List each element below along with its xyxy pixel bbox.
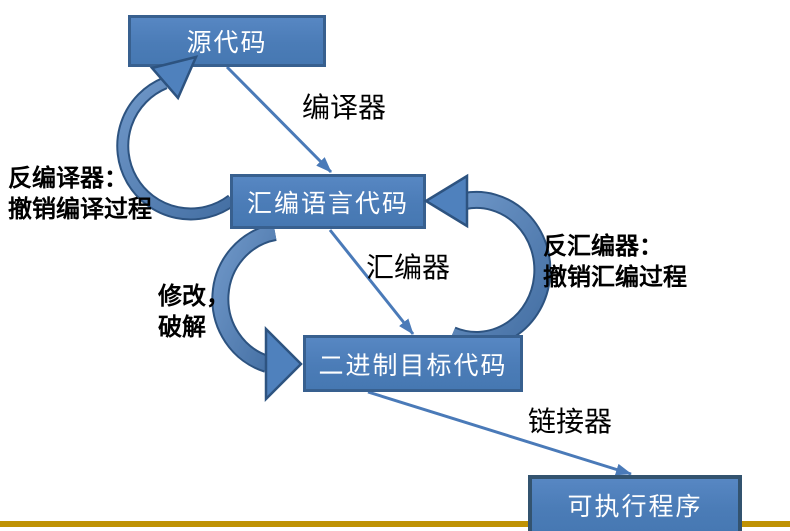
node-executable-program: 可执行程序 [528,475,742,531]
node-source-code: 源代码 [128,15,326,67]
node-binary-object-code: 二进制目标代码 [303,335,523,392]
decompile-curved-arrow [116,76,236,221]
node-assembly-code-label: 汇编语言代码 [246,190,409,218]
linker-arrow [367,390,632,476]
edge-label-assembler: 汇编器 [366,253,451,284]
annotation-disassembler-line2: 撤销汇编过程 [543,265,687,291]
edge-label-compiler: 编译器 [302,93,387,124]
patch-curved-arrow [211,223,277,373]
decompile-arrowhead-icon [149,55,199,101]
patch-arrowhead-icon [264,325,303,403]
node-source-code-label: 源代码 [186,30,268,57]
annotation-decompiler: 反编译器： 撤销编译过程 [8,164,152,226]
node-binary-object-code-label: 二进制目标代码 [318,352,508,380]
node-assembly-code: 汇编语言代码 [230,174,426,229]
assembler-arrow [328,229,415,335]
node-executable-program-label: 可执行程序 [567,494,703,521]
edge-label-linker: 链接器 [528,407,613,438]
annotation-decompiler-line2: 撤销编译过程 [8,197,152,223]
bottom-accent-line [0,521,790,527]
annotation-modify-crack-line1: 修改， [158,284,230,310]
annotation-modify-crack: 修改， 破解 [158,282,230,344]
annotation-modify-crack-line2: 破解 [158,315,206,341]
annotation-decompiler-line1: 反编译器： [8,166,128,192]
disassemble-arrowhead-icon [423,173,469,229]
annotation-disassembler-line1: 反汇编器： [543,234,663,260]
annotation-disassembler: 反汇编器： 撤销汇编过程 [543,232,687,294]
compiler-arrow [225,65,333,174]
